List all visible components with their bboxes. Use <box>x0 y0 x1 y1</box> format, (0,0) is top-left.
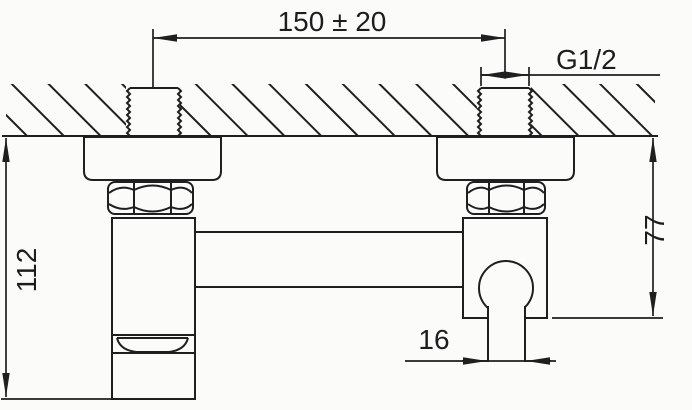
left-collar-bowl-curve <box>116 337 189 353</box>
outlet-pipe-interior <box>489 306 524 362</box>
right-nut-bottom-chamfer <box>467 203 545 213</box>
right-thread-zigzag-right <box>527 87 534 137</box>
left-valve-body <box>111 217 196 400</box>
dimension-label-height-left: 112 <box>11 248 42 293</box>
wall-gap-right-thread <box>477 83 531 135</box>
dimension-height-left: 112 <box>1 138 113 400</box>
left-escutcheon <box>83 136 222 181</box>
dimension-center-distance: 150 ± 20 <box>152 6 506 87</box>
right-body-block <box>462 217 548 319</box>
left-inlet-thread <box>125 87 183 137</box>
left-body-block <box>111 217 196 336</box>
wall-section <box>2 83 658 137</box>
left-nut-top-chamfer <box>108 184 193 194</box>
dimension-height-right: 77 <box>552 138 670 319</box>
right-hex-nut <box>466 181 546 215</box>
left-thread-zigzag-left <box>125 87 132 137</box>
right-valve-body <box>462 217 548 362</box>
left-nut-bottom-chamfer <box>108 203 193 213</box>
dimension-thread-size: G1/2 <box>480 44 660 86</box>
left-hex-nut <box>107 181 194 215</box>
dimension-label-outlet-width: 16 <box>418 324 449 355</box>
dimension-outlet-width: 16 <box>405 324 556 365</box>
wall-hatching <box>6 84 655 136</box>
connecting-pipe <box>195 231 463 288</box>
right-escutcheon <box>436 136 575 181</box>
dimension-label-height-right: 77 <box>639 214 670 245</box>
right-thread-zigzag-left <box>476 87 483 137</box>
left-thread-zigzag-right <box>176 87 183 137</box>
right-inlet-thread <box>476 87 534 137</box>
right-nut-top-chamfer <box>467 184 545 194</box>
dimension-label-center-distance: 150 ± 20 <box>278 6 387 37</box>
dimension-label-thread-size: G1/2 <box>556 44 617 75</box>
left-lower-block <box>111 352 196 400</box>
wall-gap-left-thread <box>126 83 180 135</box>
